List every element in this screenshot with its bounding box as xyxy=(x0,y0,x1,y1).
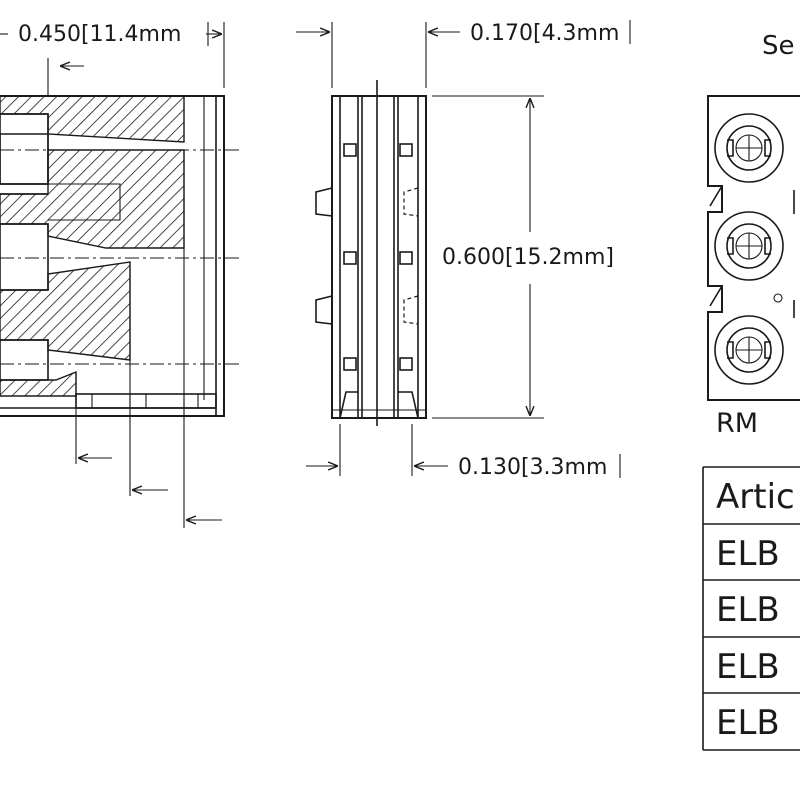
table-header: Artic xyxy=(716,477,795,517)
height-dimension-label: 0.600[15.2mm] xyxy=(442,245,614,270)
terminal-2 xyxy=(714,211,784,281)
terminal-3 xyxy=(714,315,784,385)
width-dimension-label: 0.450[11.4mm xyxy=(18,22,181,47)
table-row: ELB xyxy=(716,534,780,574)
section-title: Se xyxy=(762,31,795,61)
side-width-dimension-label: 0.170[4.3mm xyxy=(470,21,619,46)
terminal-1 xyxy=(714,113,784,183)
section-view: 0.450[11.4mm xyxy=(0,22,240,528)
bottom-dimension-label: 0.130[3.3mm xyxy=(458,455,607,480)
rm-label: RM xyxy=(716,408,758,439)
table-row: ELB xyxy=(716,647,780,687)
article-table: Artic ELB ELB ELB ELB xyxy=(702,466,800,751)
side-view: 0.170[4.3mm 0.600[15.2mm] 0.130[3.3mm xyxy=(296,20,631,480)
front-view: Se RM xyxy=(707,31,800,439)
table-row: ELB xyxy=(716,590,780,630)
table-row: ELB xyxy=(716,703,780,743)
